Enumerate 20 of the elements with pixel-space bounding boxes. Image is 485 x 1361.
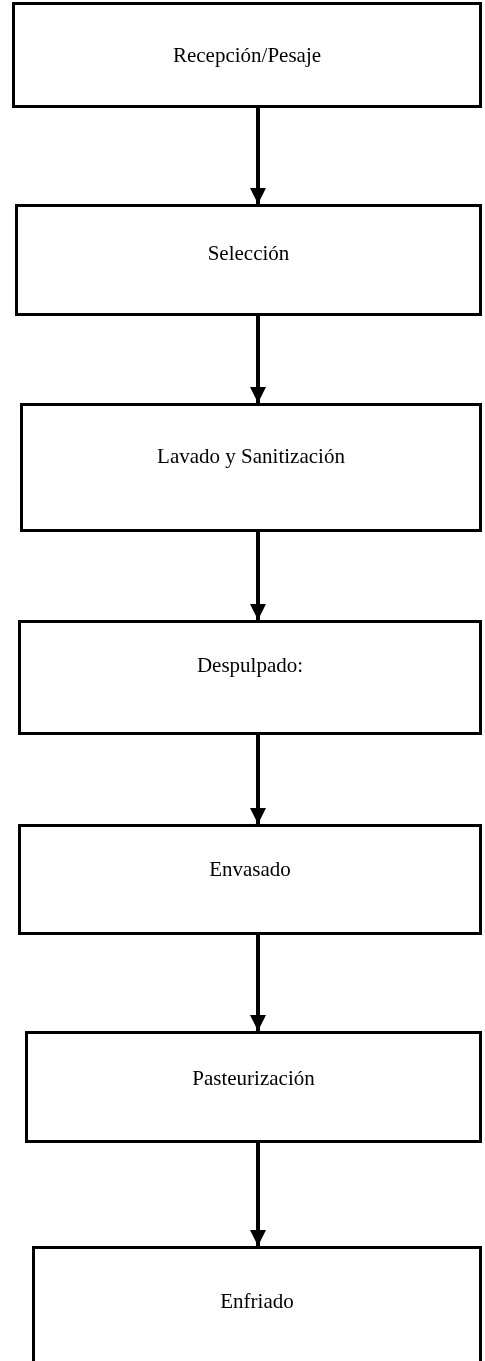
process-box (12, 2, 482, 108)
arrow (250, 1143, 266, 1246)
arrow (250, 316, 266, 403)
arrow (250, 532, 266, 620)
arrow (250, 935, 266, 1031)
step-label: Lavado y Sanitización (157, 444, 345, 469)
process-box (18, 620, 482, 735)
process-box (15, 204, 482, 316)
process-box (25, 1031, 482, 1143)
arrow (250, 735, 266, 824)
arrow (250, 108, 266, 204)
step-label: Pasteurización (192, 1066, 315, 1091)
step-label: Enfriado (220, 1289, 294, 1314)
step-label: Envasado (209, 857, 291, 882)
process-box (18, 824, 482, 935)
step-label: Recepción/Pesaje (172, 43, 322, 68)
step-label: Selección (207, 241, 290, 266)
step-label: Despulpado: (196, 653, 304, 678)
process-box (32, 1246, 482, 1361)
process-box (20, 403, 482, 532)
